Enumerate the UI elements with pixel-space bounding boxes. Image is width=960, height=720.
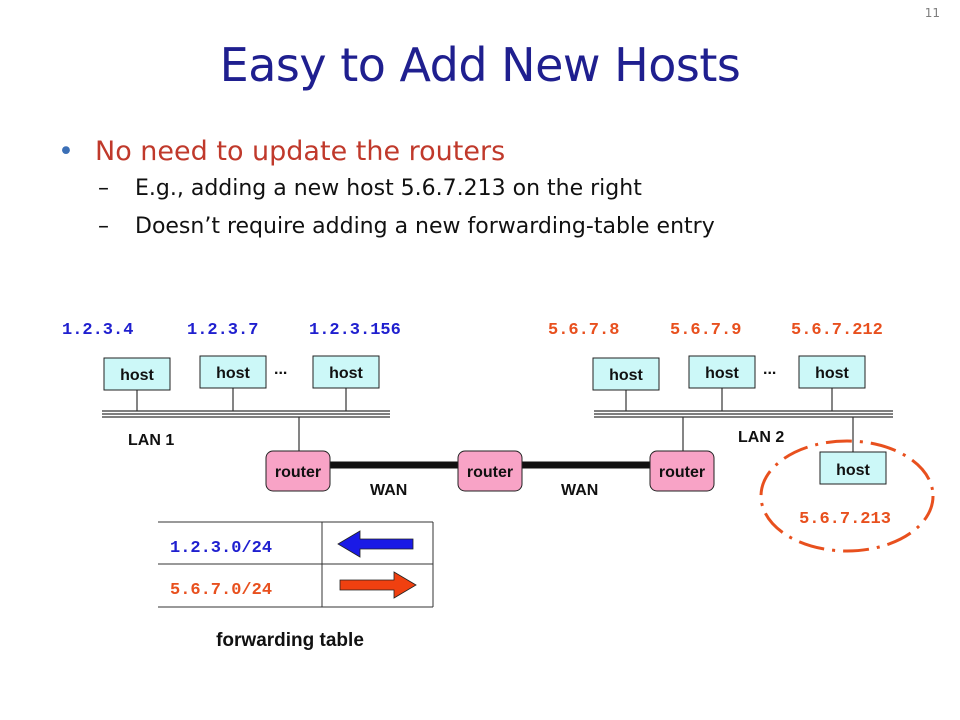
forwarding-table: 1.2.3.0/24 5.6.7.0/24 forwarding table xyxy=(158,521,434,651)
wan-label-left: WAN xyxy=(370,482,407,499)
address-label-right-1: 5.6.7.8 xyxy=(548,321,619,340)
bullet-sub-1: – E.g., adding a new host 5.6.7.213 on t… xyxy=(58,176,715,214)
host-label: host xyxy=(216,365,250,382)
bullet-sub-2-text: Doesn’t require adding a new forwarding-… xyxy=(135,214,715,239)
host-label: host xyxy=(609,367,643,384)
router-label: router xyxy=(275,464,321,481)
slide-number: 11 xyxy=(924,6,940,20)
router-left: router xyxy=(265,450,331,492)
arrow-left-icon xyxy=(337,530,414,558)
bullet-main-text: No need to update the routers xyxy=(95,136,506,167)
host-lan2-3: host xyxy=(798,355,866,389)
address-label-right-3: 5.6.7.212 xyxy=(791,321,883,340)
bullet-main: • No need to update the routers xyxy=(58,136,715,176)
dash-icon: – xyxy=(98,176,109,201)
router-label: router xyxy=(659,464,705,481)
table-entry-2: 5.6.7.0/24 xyxy=(170,581,272,600)
lan1-label: LAN 1 xyxy=(128,432,174,449)
host-lan2-1: host xyxy=(592,357,660,391)
host-label: host xyxy=(120,367,154,384)
host-label: host xyxy=(815,365,849,382)
host-label: host xyxy=(836,462,870,479)
bullet-dot-icon: • xyxy=(58,136,74,167)
lan2-label: LAN 2 xyxy=(738,429,784,446)
address-label-left-1: 1.2.3.4 xyxy=(62,321,133,340)
router-label: router xyxy=(467,464,513,481)
bullet-sub-1-text: E.g., adding a new host 5.6.7.213 on the… xyxy=(135,176,642,201)
new-host-highlight-circle xyxy=(759,439,935,553)
host-label: host xyxy=(705,365,739,382)
table-entry-1: 1.2.3.0/24 xyxy=(170,539,272,558)
address-label-right-2: 5.6.7.9 xyxy=(670,321,741,340)
host-lan2-2: host xyxy=(688,355,756,389)
lan1-bus xyxy=(102,410,390,418)
dash-icon: – xyxy=(98,214,109,239)
router-right: router xyxy=(649,450,715,492)
host-new: host xyxy=(819,451,887,485)
bullet-list: • No need to update the routers – E.g., … xyxy=(58,136,715,252)
slide-title: Easy to Add New Hosts xyxy=(219,38,741,92)
arrow-right-icon xyxy=(339,571,417,599)
lan2-bus xyxy=(594,410,893,418)
host-lan1-2: host xyxy=(199,355,267,389)
address-label-left-3: 1.2.3.156 xyxy=(309,321,401,340)
host-label: host xyxy=(329,365,363,382)
address-label-left-2: 1.2.3.7 xyxy=(187,321,258,340)
router-center: router xyxy=(457,450,523,492)
bullet-sub-2: – Doesn’t require adding a new forwardin… xyxy=(58,214,715,252)
ellipsis-right: ... xyxy=(763,361,776,378)
host-lan1-1: host xyxy=(103,357,171,391)
host-lan1-3: host xyxy=(312,355,380,389)
new-host-address: 5.6.7.213 xyxy=(799,510,891,529)
ellipsis-left: ... xyxy=(274,361,287,378)
wan-label-right: WAN xyxy=(561,482,598,499)
forwarding-table-caption: forwarding table xyxy=(216,630,364,651)
